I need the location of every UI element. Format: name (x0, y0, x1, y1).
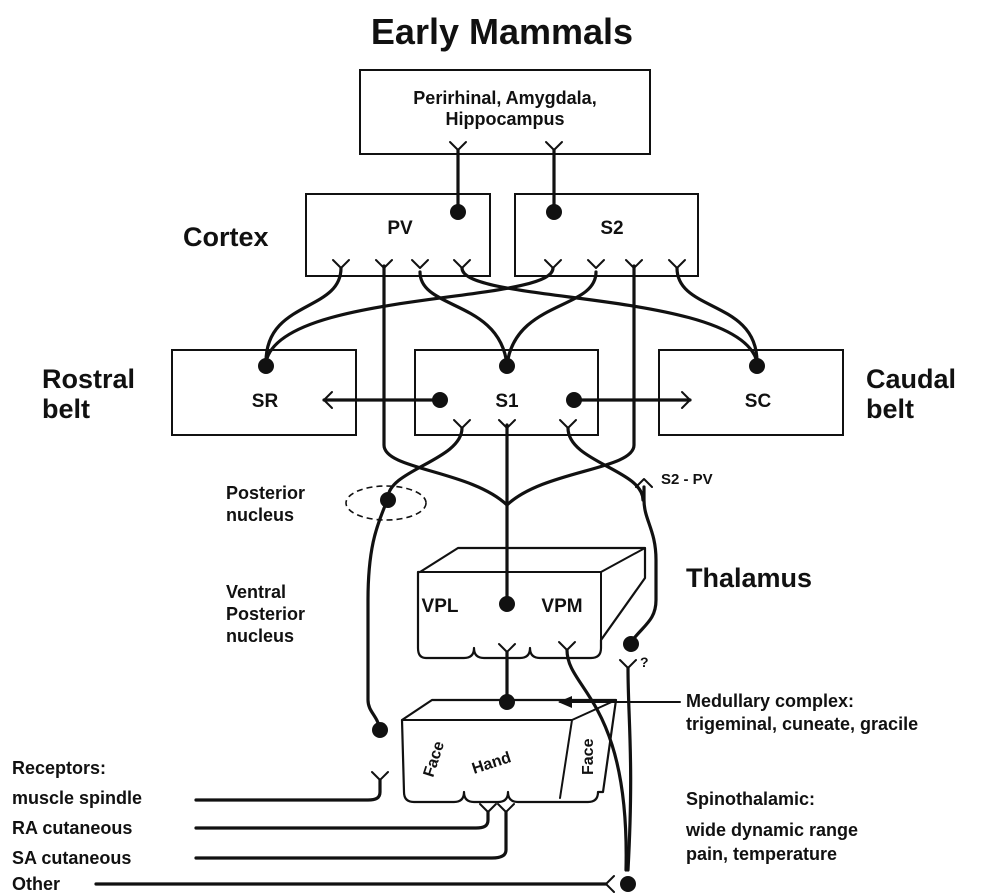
terminal-other (606, 876, 614, 892)
s2-pv-label: S2 - PV (661, 471, 713, 488)
synapse-dot-question (623, 636, 639, 652)
medullary-complex-label-line1: Medullary complex: (686, 691, 854, 711)
synapse-dot-sc (749, 358, 765, 374)
wire-muscle-spindle-input (196, 780, 380, 800)
terminal-hand-ra (480, 804, 496, 812)
wire-posterior-to-spindle (368, 503, 386, 730)
terminal-question (620, 660, 636, 668)
spinothalamic-label-line3: pain, temperature (686, 844, 837, 864)
terminal-hand-sa (498, 804, 514, 812)
synapse-dot-spindle (372, 722, 388, 738)
caudal-belt-label-line1: Caudal (866, 364, 956, 394)
rostral-belt-label-line1: Rostral (42, 364, 135, 394)
ventral-posterior-label-line2: Posterior (226, 604, 305, 624)
pv-label: PV (387, 218, 413, 239)
wire-sa-cutaneous-input (196, 812, 506, 858)
receptors-label: Receptors: (12, 758, 106, 778)
sr-label: SR (252, 391, 279, 412)
synapse-dot-sr (258, 358, 274, 374)
diagram-title: Early Mammals (371, 11, 633, 52)
s2-label: S2 (600, 218, 623, 239)
caudal-belt-label-line2: belt (866, 394, 914, 424)
posterior-nucleus-label-line1: Posterior (226, 483, 305, 503)
ventral-posterior-label-line3: nucleus (226, 626, 294, 646)
synapse-dot-other (620, 876, 636, 892)
synapse-dot-s2 (546, 204, 562, 220)
synapse-dot-s1-top (499, 358, 515, 374)
other-label: Other (12, 874, 60, 894)
wire-pv-to-sc (462, 268, 757, 362)
spinothalamic-label-line1: Spinothalamic: (686, 789, 815, 809)
s1-label: S1 (495, 391, 519, 412)
medullary-complex-label-line2: trigeminal, cuneate, gracile (686, 714, 918, 734)
rostral-belt-label-line2: belt (42, 394, 90, 424)
muscle-spindle-label: muscle spindle (12, 788, 142, 808)
ventral-posterior-label-line1: Ventral (226, 582, 286, 602)
wire-s1-to-s2pv (568, 428, 643, 500)
wire-ra-cutaneous-input (196, 812, 488, 828)
terminal-spindle (372, 772, 388, 780)
box-top-label-line2: Hippocampus (445, 109, 564, 129)
synapse-dot-s1-right (566, 392, 582, 408)
synapse-dot-pv (450, 204, 466, 220)
synapse-dot-vpl (499, 596, 515, 612)
synapse-dot-s1-left (432, 392, 448, 408)
ra-cutaneous-label: RA cutaneous (12, 818, 132, 838)
thalamus-label: Thalamus (686, 563, 812, 593)
question-label: ? (640, 654, 649, 670)
vpl-label: VPL (422, 596, 459, 617)
sc-label: SC (745, 391, 772, 412)
synapse-dot-posterior (380, 492, 396, 508)
box-top-label-line1: Perirhinal, Amygdala, (413, 88, 596, 108)
wire-s2-to-sc (677, 268, 757, 362)
synapse-dot-medulla (499, 694, 515, 710)
posterior-nucleus-label-line2: nucleus (226, 505, 294, 525)
vpm-label: VPM (541, 596, 582, 617)
face-right-label: Face (580, 738, 597, 775)
spinothalamic-label-line2: wide dynamic range (685, 820, 858, 840)
sa-cutaneous-label: SA cutaneous (12, 848, 131, 868)
wire-spinothalamic-path (628, 668, 631, 870)
wire-pv-to-sr (266, 268, 341, 362)
cortex-label: Cortex (183, 222, 269, 252)
